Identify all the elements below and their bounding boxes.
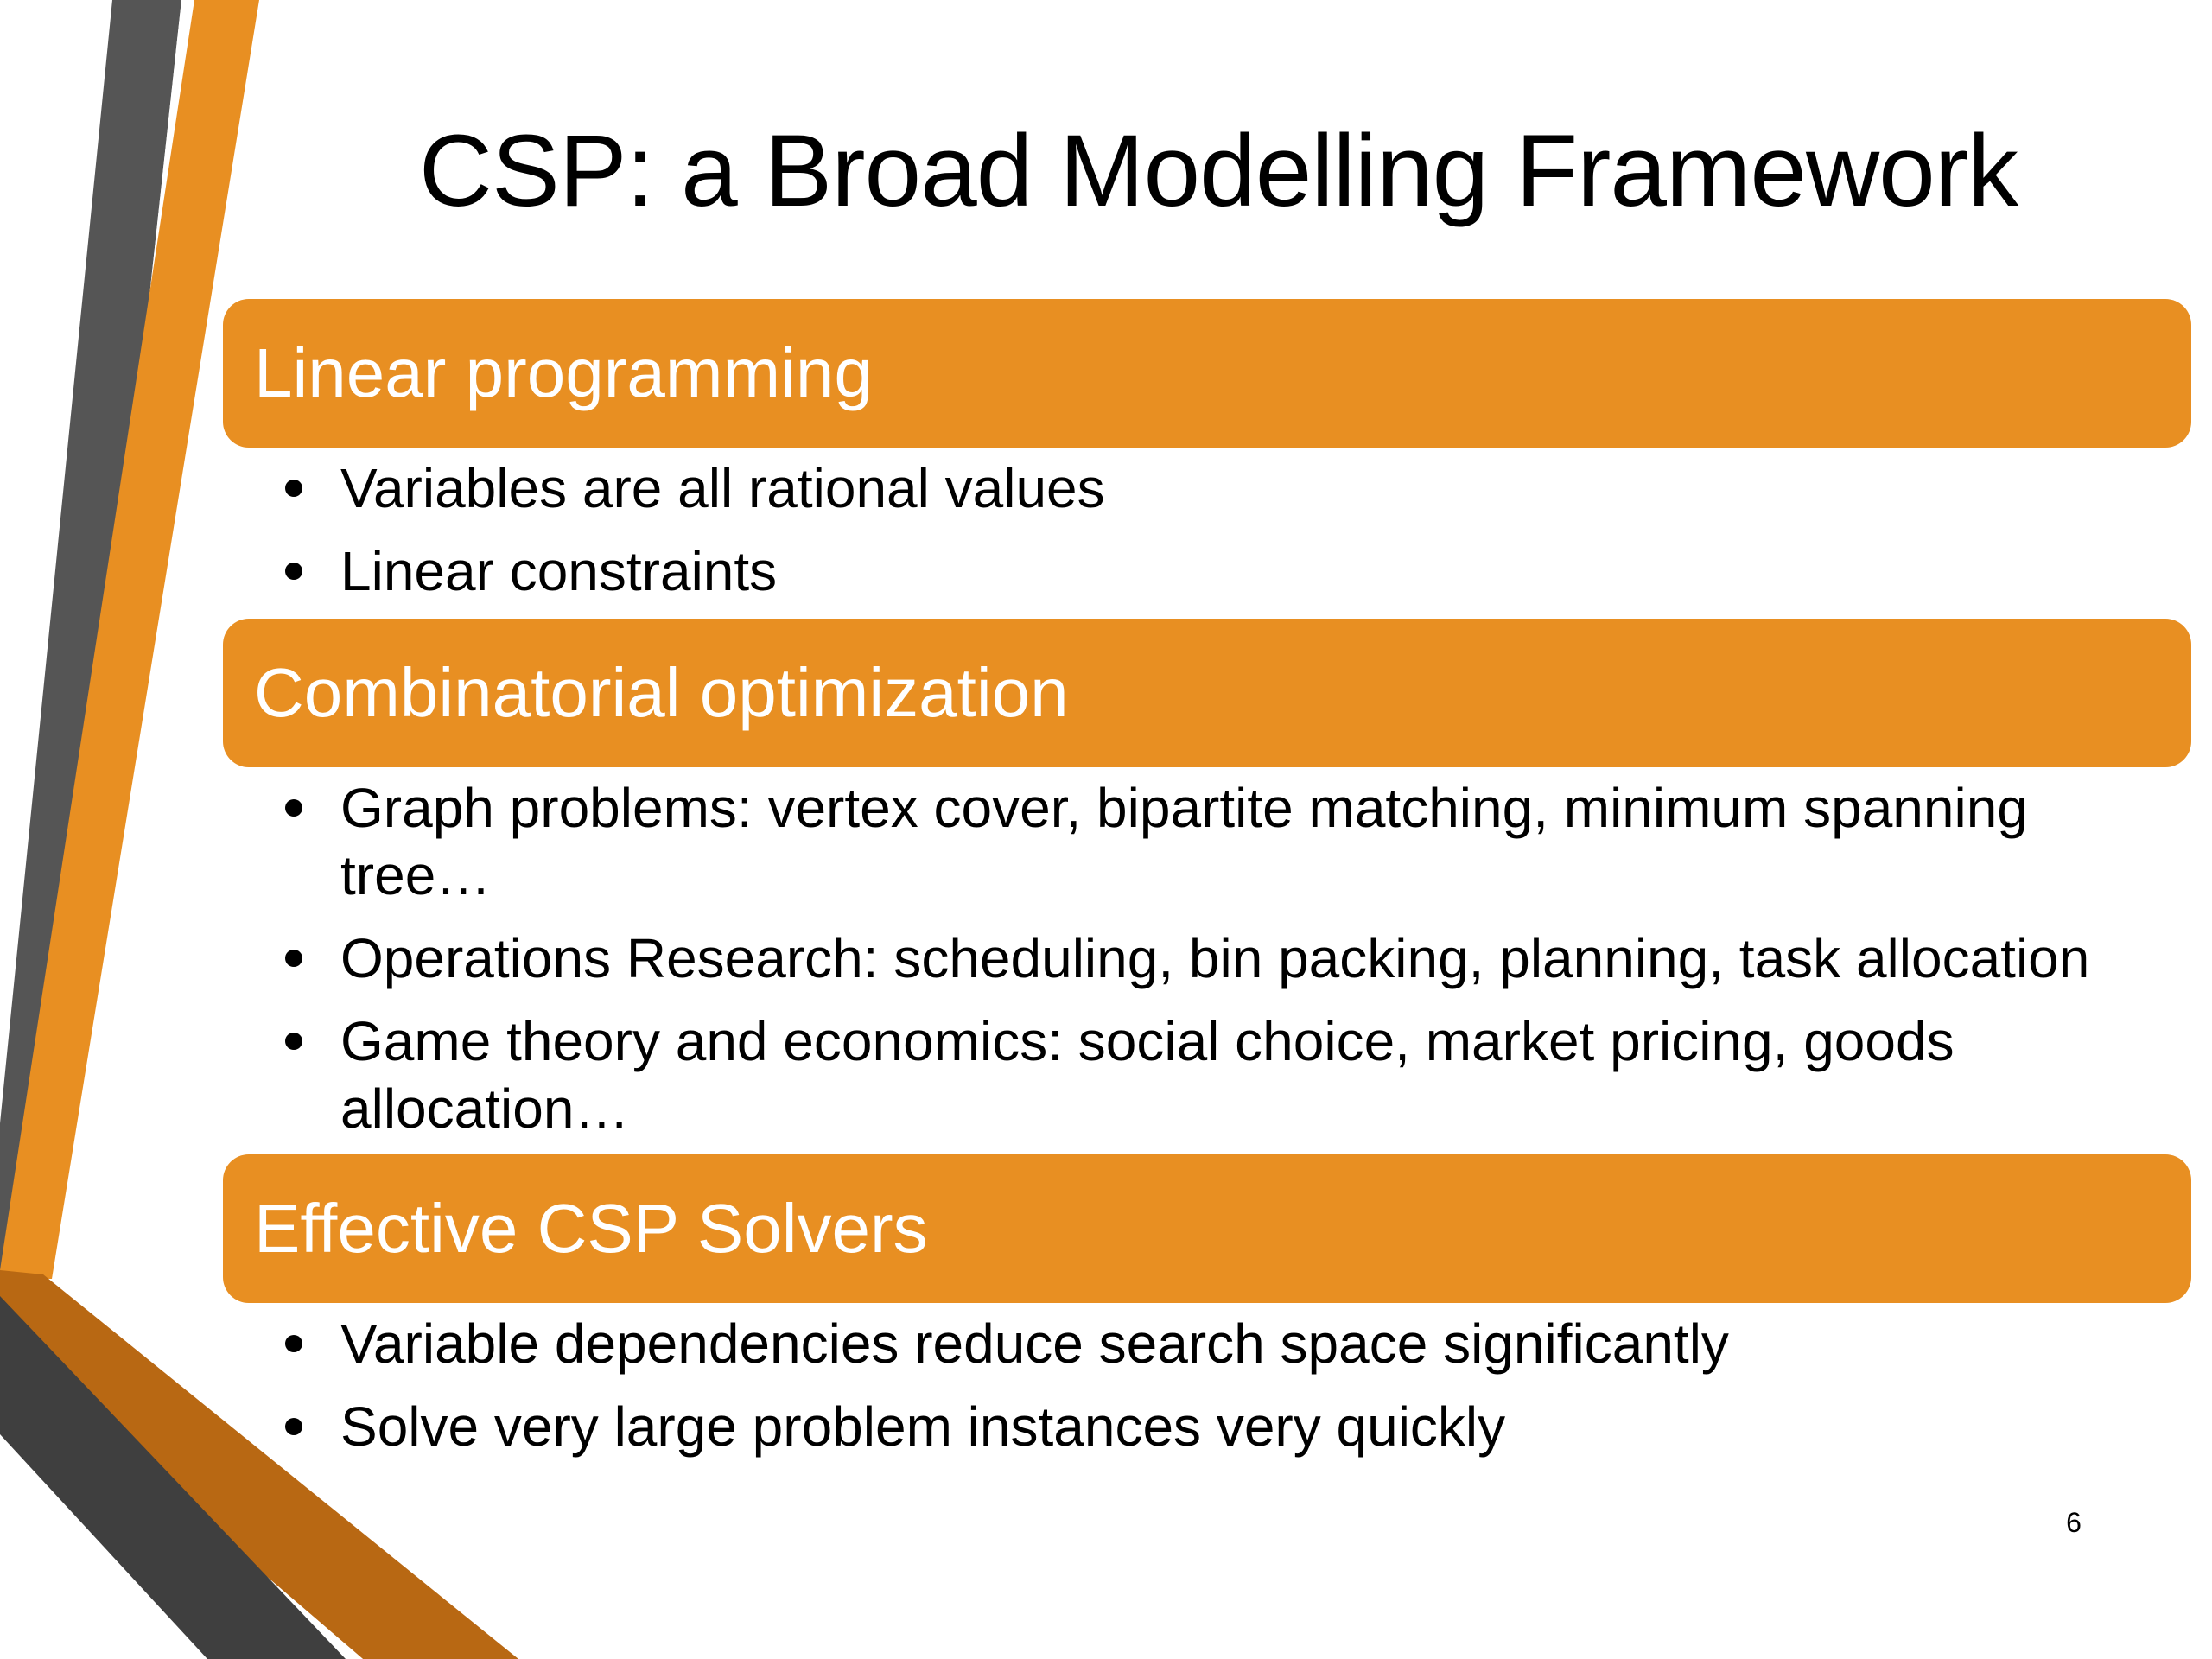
- bullet-item: Linear constraints: [285, 537, 2186, 605]
- slide-title: CSP: a Broad Modelling Framework: [418, 114, 2018, 228]
- bullet-item: Graph problems: vertex cover, bipartite …: [285, 774, 2186, 909]
- bullet-dot-icon: [285, 799, 302, 817]
- section-heading: Effective CSP Solvers: [254, 1190, 928, 1267]
- bullet-item: Game theory and economics: social choice…: [285, 1007, 2186, 1142]
- bullet-text: Linear constraints: [340, 540, 778, 602]
- bullet-item: Variable dependencies reduce search spac…: [285, 1310, 2186, 1377]
- bullet-dot-icon: [285, 1335, 302, 1352]
- section-header-combinatorial-optimization: Combinatorial optimization: [223, 619, 2191, 767]
- bullet-text: Graph problems: vertex cover, bipartite …: [340, 777, 2028, 906]
- section-header-linear-programming: Linear programming: [223, 299, 2191, 448]
- bottom-orange-stripe: [0, 1270, 518, 1659]
- bullet-list-combinatorial-optimization: Graph problems: vertex cover, bipartite …: [285, 774, 2186, 1158]
- bullet-dot-icon: [285, 1033, 302, 1050]
- bullet-text: Solve very large problem instances very …: [340, 1395, 1506, 1458]
- section-header-effective-csp-solvers: Effective CSP Solvers: [223, 1154, 2191, 1303]
- left-dark-stripe: [0, 0, 181, 1279]
- section-heading: Linear programming: [254, 334, 873, 411]
- bullet-list-effective-csp-solvers: Variable dependencies reduce search spac…: [285, 1310, 2186, 1476]
- page-number: 6: [2066, 1507, 2082, 1538]
- left-orange-stripe: [0, 0, 259, 1279]
- bullet-item: Operations Research: scheduling, bin pac…: [285, 925, 2186, 992]
- bullet-item: Solve very large problem instances very …: [285, 1393, 2186, 1460]
- bullet-text: Variables are all rational values: [340, 457, 1105, 519]
- bullet-dot-icon: [285, 480, 302, 497]
- bullet-list-linear-programming: Variables are all rational values Linear…: [285, 454, 2186, 620]
- section-heading: Combinatorial optimization: [254, 654, 1069, 731]
- bullet-text: Variable dependencies reduce search spac…: [340, 1313, 1729, 1375]
- bullet-dot-icon: [285, 950, 302, 967]
- bullet-dot-icon: [285, 563, 302, 580]
- bullet-dot-icon: [285, 1418, 302, 1435]
- bottom-dark-stripe: [0, 1296, 346, 1659]
- bullet-text: Operations Research: scheduling, bin pac…: [340, 927, 2090, 989]
- bullet-text: Game theory and economics: social choice…: [340, 1010, 1955, 1140]
- bullet-item: Variables are all rational values: [285, 454, 2186, 522]
